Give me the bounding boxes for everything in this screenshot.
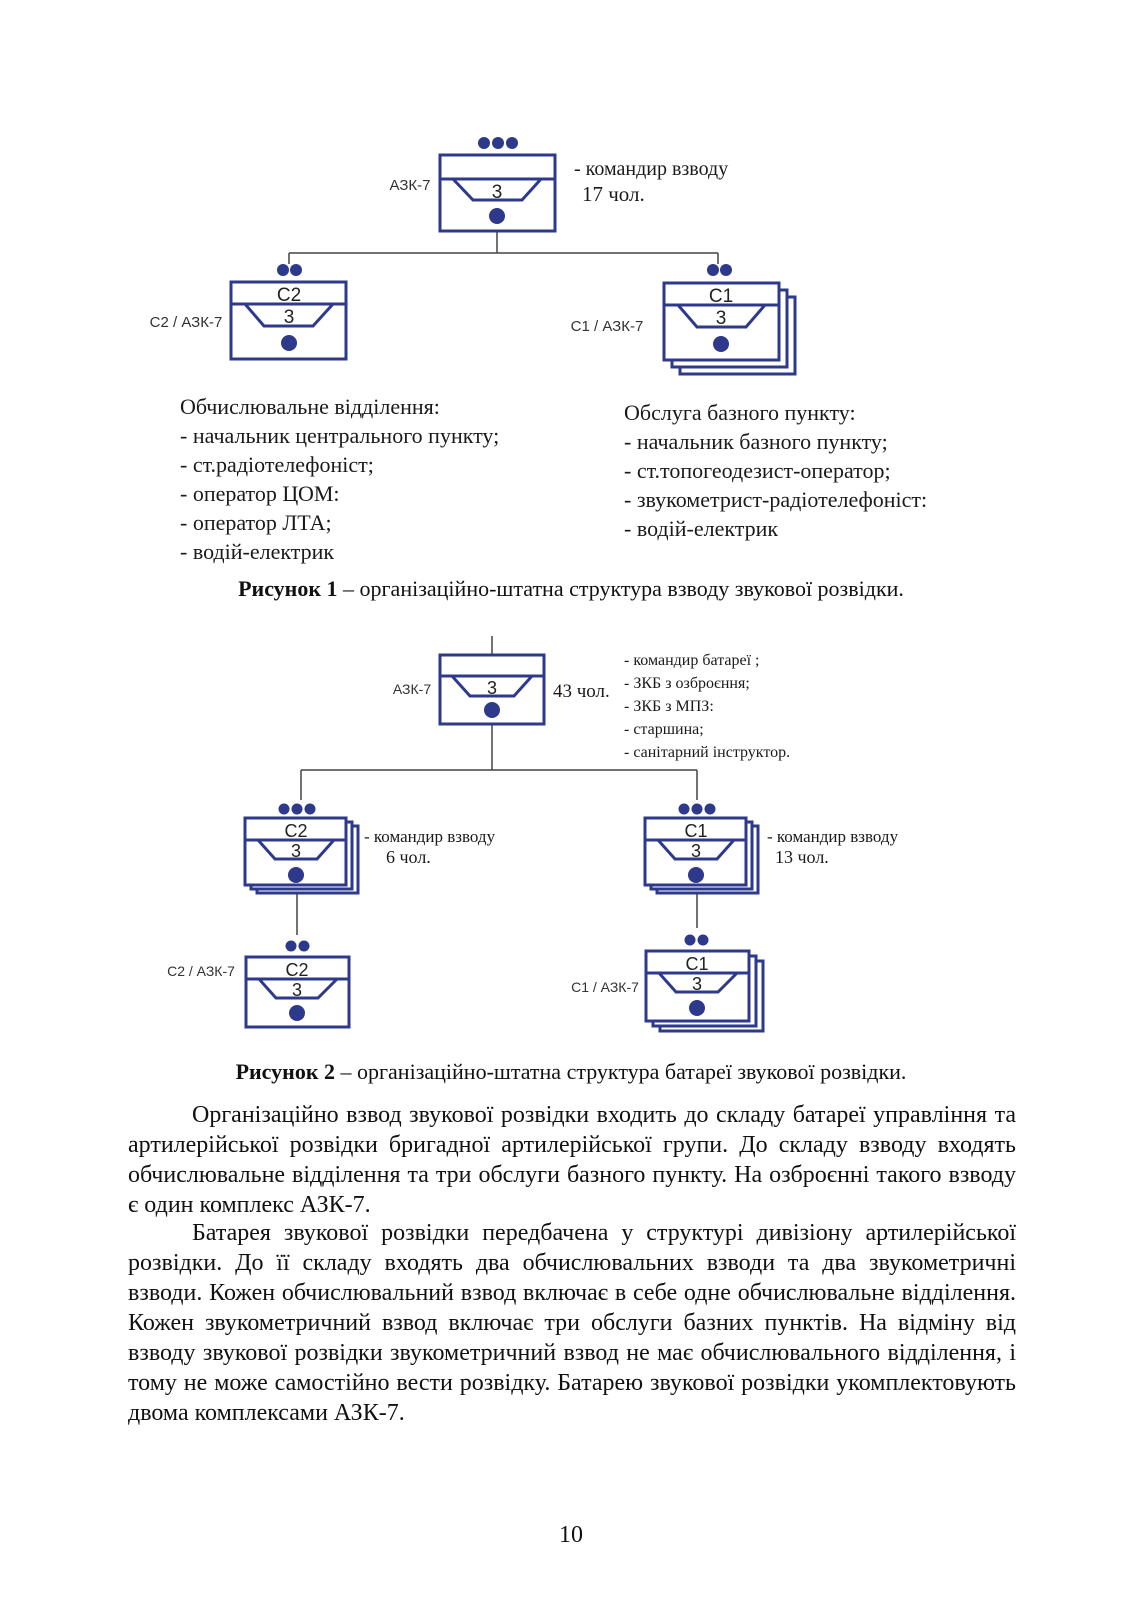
figure-1-diagram: 3 АЗК-7 - командир взводу 17 чол. С2 3 С… xyxy=(150,137,797,376)
base-point-side-label: С1 / АЗК-7 xyxy=(571,318,644,335)
computing-section-side-label: С2 / АЗК-7 xyxy=(150,314,223,331)
computing-section-side-label: С2 / АЗК-7 xyxy=(167,963,235,979)
platoon-letter: С2 xyxy=(284,821,307,841)
crew-letter: С1 xyxy=(709,286,733,307)
caption-text: – організаційно-штатна структура взводу … xyxy=(337,576,904,601)
battery-role: - санітарний інструктор. xyxy=(624,744,790,761)
section-letter: С2 xyxy=(277,285,301,306)
org-connector-lines xyxy=(296,636,698,935)
list-item: - ст.радіотелефоніст; xyxy=(180,452,374,477)
crew-letter: С1 xyxy=(685,954,708,974)
caption-label: Рисунок 1 xyxy=(238,576,338,601)
rank-dots-two xyxy=(707,264,732,276)
caption-label: Рисунок 2 xyxy=(235,1059,336,1084)
rank-dots-three xyxy=(278,803,316,815)
sound-ranging-platoon-symbol: С1 3 xyxy=(643,803,760,895)
figure-2-caption: Рисунок 2 – організаційно-штатна структу… xyxy=(0,1059,1142,1085)
list-item: - водій-електрик xyxy=(180,539,335,564)
base-point-crews-symbol: С1 3 xyxy=(644,934,765,1033)
computing-platoon-count: 6 чол. xyxy=(386,847,431,867)
base-point-side-label: С1 / АЗК-7 xyxy=(571,979,639,995)
battery-command-symbol: 3 xyxy=(438,653,546,726)
battery-role: - старшина; xyxy=(624,721,704,738)
rank-dots-three xyxy=(678,803,716,815)
section-code: 3 xyxy=(292,980,302,1000)
list-item: - начальник базного пункту; xyxy=(624,429,888,454)
section-code: 3 xyxy=(284,307,295,328)
battery-role: - командир батареї ; xyxy=(624,652,759,669)
base-point-crews-symbol: С1 3 xyxy=(662,264,797,376)
figure-1-caption: Рисунок 1 – організаційно-штатна структу… xyxy=(0,576,1142,602)
sound-ranging-platoon-count: 13 чол. xyxy=(775,847,829,867)
body-paragraph: Батарея звукової розвідки передбачена у … xyxy=(128,1220,1016,1426)
platoon-side-label: АЗК-7 xyxy=(390,177,431,194)
list-item: - оператор ЦОМ: xyxy=(180,481,340,506)
rank-dots-two xyxy=(277,264,302,276)
list-item: - оператор ЛТА; xyxy=(180,510,332,535)
battery-roles: - командир батареї ; - ЗКБ з озброєння; … xyxy=(624,652,790,761)
battery-code: 3 xyxy=(487,678,497,698)
list-item: - ст.топогеодезист-оператор; xyxy=(624,458,891,483)
platoon-role-label: - командир взводу xyxy=(574,158,728,180)
computing-section-symbol: С2 3 xyxy=(229,264,348,361)
battery-role: - ЗКБ з МПЗ: xyxy=(624,698,714,715)
platoon-code: 3 xyxy=(691,841,701,861)
list-title: Обчислювальне відділення: xyxy=(180,394,440,419)
crew-code: 3 xyxy=(692,974,702,994)
caption-text: – організаційно-штатна структура батареї… xyxy=(335,1059,907,1084)
battery-count-label: 43 чол. xyxy=(553,681,610,702)
platoon-count-label: 17 чол. xyxy=(582,182,645,206)
section-letter: С2 xyxy=(285,960,308,980)
sound-ranging-platoon-role: - командир взводу xyxy=(767,827,899,846)
figure-2-diagram: 3 АЗК-7 43 чол. - командир батареї ; - З… xyxy=(167,636,899,1033)
platoon-letter: С1 xyxy=(684,821,707,841)
platoon-command-symbol: 3 xyxy=(438,137,557,233)
rank-dots-two xyxy=(285,940,310,952)
platoon-code: 3 xyxy=(291,841,301,861)
rank-dots-three xyxy=(478,137,518,149)
computing-section-symbol: С2 3 xyxy=(244,940,351,1029)
rank-dots-two xyxy=(684,934,709,946)
computing-platoon-role: - командир взводу xyxy=(364,827,496,846)
org-connector-lines xyxy=(288,232,719,264)
list-item: - водій-електрик xyxy=(624,516,779,541)
battery-side-label: АЗК-7 xyxy=(393,681,431,697)
computing-platoon-symbol: С2 3 xyxy=(243,803,360,895)
page-number: 10 xyxy=(559,1522,583,1548)
platoon-code: 3 xyxy=(492,182,503,203)
list-title: Обслуга базного пункту: xyxy=(624,400,856,425)
list-item: - звукометрист-радіотелефоніст: xyxy=(624,487,928,512)
list-item: - начальник центрального пункту; xyxy=(180,423,500,448)
body-paragraph: Організаційно взвод звукової розвідки вх… xyxy=(128,1102,1016,1218)
computing-section-list: Обчислювальне відділення: - начальник це… xyxy=(180,392,499,566)
base-point-crew-list: Обслуга базного пункту: - начальник базн… xyxy=(624,398,927,543)
crew-code: 3 xyxy=(716,308,727,329)
battery-role: - ЗКБ з озброєння; xyxy=(624,675,750,692)
